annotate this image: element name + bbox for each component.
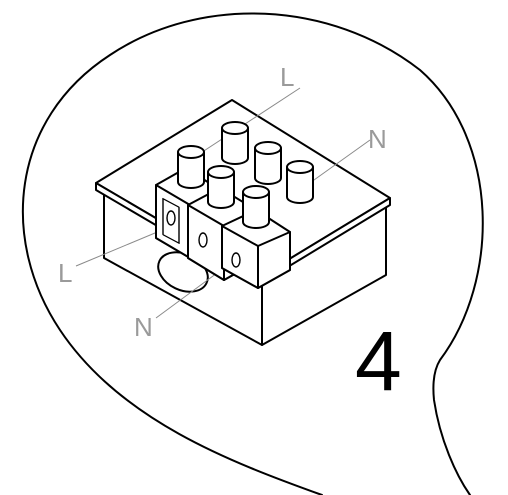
terminal-connector-3 [221,209,291,289]
screw-post-5 [242,185,270,229]
screw-post-6 [286,160,314,204]
label-neutral-bottom: N [134,312,153,342]
step-number: 4 [355,314,402,408]
screw-post-2 [221,121,249,165]
label-neutral-right: N [368,124,387,154]
screw-posts [177,121,314,229]
screw-post-1 [177,145,205,189]
label-live-top: L [280,62,294,92]
screw-post-4 [254,141,282,185]
screw-post-3 [207,165,235,209]
label-live-left: L [58,258,72,288]
